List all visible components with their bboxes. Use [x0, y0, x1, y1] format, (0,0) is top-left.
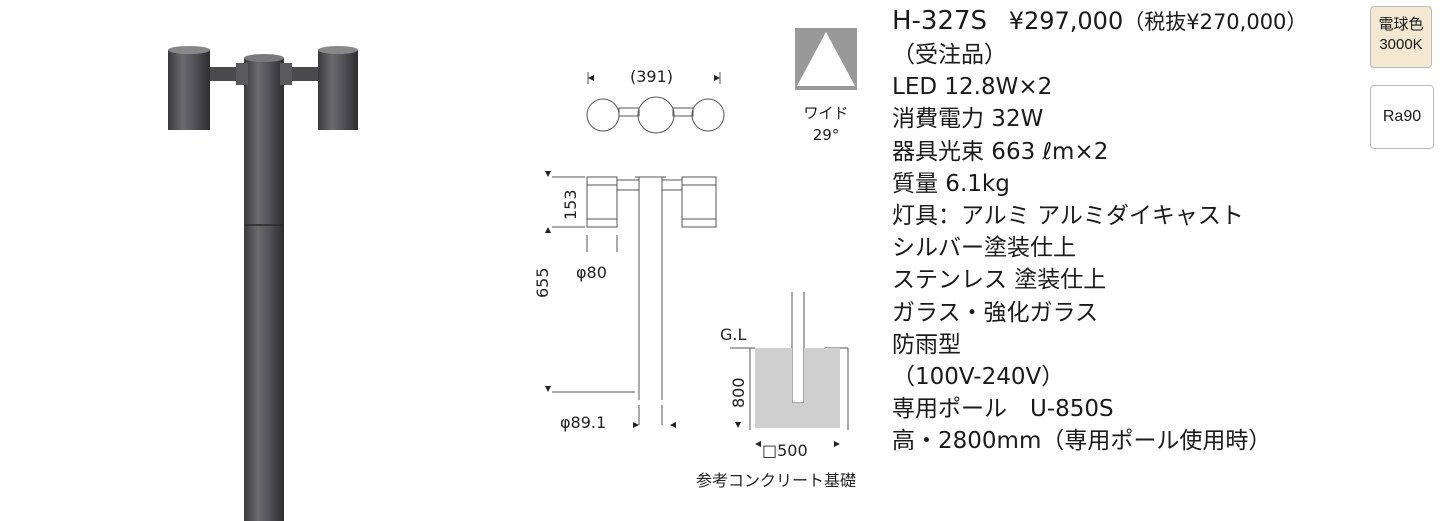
- right-lamp-head: [318, 46, 358, 130]
- spec-line: LED 12.8W×2: [892, 74, 1053, 101]
- dim-pole-diameter: φ89.1: [560, 413, 606, 432]
- beam-type: ワイド: [803, 104, 849, 122]
- price-tax-excluded: （税抜¥270,000）: [1123, 10, 1308, 34]
- spec-line: 器具光束 663 ℓm×2: [892, 138, 1109, 165]
- concrete-foundation: [755, 348, 840, 428]
- spec-line: 灯具：アルミ アルミダイキャスト: [892, 203, 1244, 230]
- order-note: （受注品）: [892, 42, 1007, 68]
- cri-value: Ra90: [1382, 108, 1422, 125]
- spec-line: 防雨型: [892, 331, 961, 358]
- dim-foundation-depth: 800: [729, 377, 748, 408]
- color-badge-line2: 3000K: [1379, 36, 1423, 53]
- spec-line: 消費電力 32W: [892, 106, 1044, 133]
- dim-ground-level: G.L: [720, 325, 746, 344]
- color-temperature-badge: 電球色 3000K: [1370, 6, 1432, 68]
- foundation-label: 参考コンクリート基礎: [696, 471, 856, 490]
- spec-line: 質量 6.1kg: [892, 170, 1010, 197]
- spec-block: H-327S ¥297,000（税抜¥270,000） （受注品） LED 12…: [892, 4, 1362, 458]
- product-photo: [168, 46, 358, 521]
- spec-line: シルバー塗装仕上: [892, 235, 1076, 262]
- dim-head-diameter: φ80: [576, 263, 607, 282]
- dim-head-height: 153: [561, 189, 580, 220]
- color-badge-line1: 電球色: [1378, 16, 1424, 33]
- left-lamp-head: [168, 46, 210, 130]
- spec-line: （100V-240V）: [892, 364, 1065, 391]
- dimension-drawing: (391) 153 φ80 655 φ89.1 G.L 800 □500 参考コ…: [533, 67, 856, 490]
- title-row: H-327S ¥297,000（税抜¥270,000）: [892, 4, 1362, 39]
- dim-width: (391): [630, 67, 673, 86]
- beam-label: ワイド 29°: [790, 102, 862, 146]
- cri-badge: Ra90: [1370, 85, 1434, 149]
- wide-beam-icon: [795, 28, 857, 90]
- dim-total-height: 655: [533, 267, 552, 298]
- pole: [244, 58, 284, 521]
- spec-line: 高・2800mm（専用ポール使用時）: [892, 428, 1272, 455]
- beam-angle: 29°: [812, 126, 840, 144]
- price: ¥297,000: [1008, 7, 1124, 35]
- spec-line: ステンレス 塗装仕上: [892, 267, 1107, 294]
- dim-foundation-width: □500: [762, 441, 808, 460]
- spec-line: ガラス・強化ガラス: [892, 299, 1099, 326]
- spec-line: 専用ポール U-850S: [892, 396, 1114, 423]
- model-number: H-327S: [892, 6, 988, 36]
